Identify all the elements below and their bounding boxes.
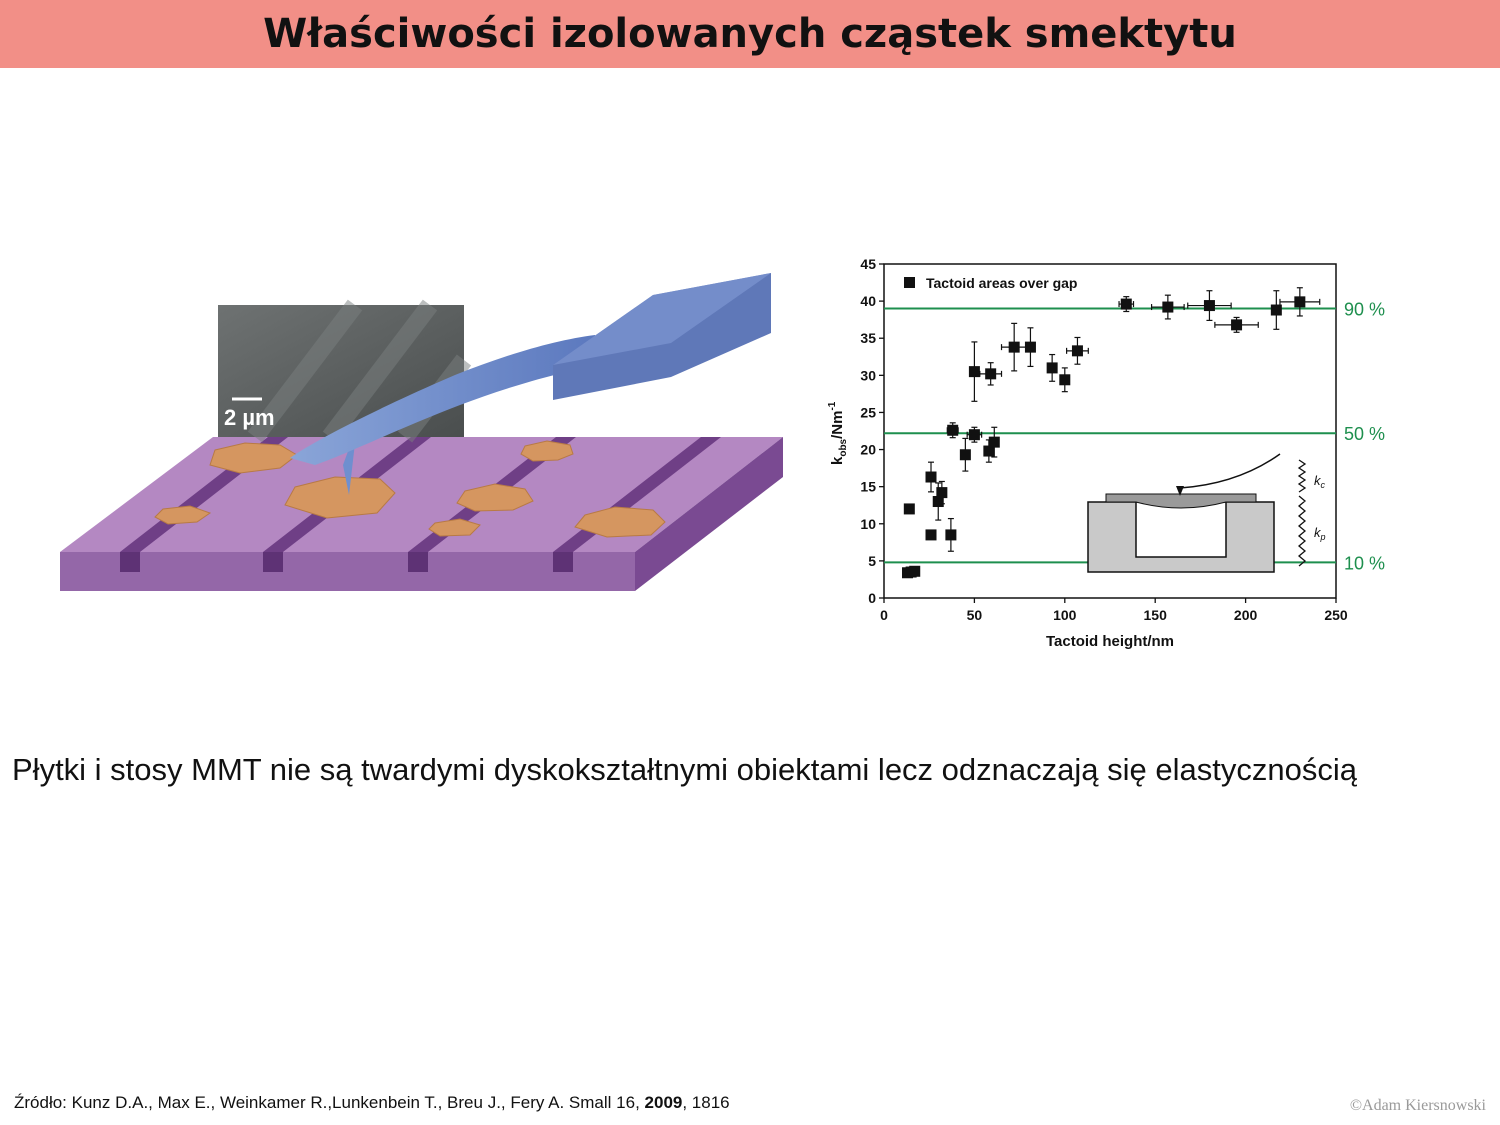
data-point <box>1046 362 1058 374</box>
data-point <box>947 424 959 436</box>
x-tick-label: 150 <box>1144 607 1168 623</box>
plot-frame <box>883 263 1337 599</box>
groove-front <box>553 552 573 572</box>
slide-caption: Płytki i stosy MMT nie są twardymi dysko… <box>12 752 1357 787</box>
groove-front <box>263 552 283 572</box>
y-tick-label: 15 <box>860 479 876 495</box>
x-tick-label: 200 <box>1234 607 1258 623</box>
scale-bar-label: 2 µm <box>224 405 275 430</box>
source-prefix: Źródło: Kunz D.A., Max E., Weinkamer R.,… <box>14 1093 645 1112</box>
data-point <box>1203 300 1215 312</box>
copyright: ©Adam Kiersnowski <box>1349 1097 1486 1114</box>
data-point <box>1024 341 1036 353</box>
inset-tactoid <box>1105 493 1257 509</box>
slide-title: Właściwości izolowanych cząstek smektytu <box>263 11 1237 57</box>
inset-label-kp: kp <box>1314 525 1326 542</box>
y-axis-label: kobs/Nm-1 <box>827 401 849 465</box>
source-year: 2009 <box>644 1093 683 1112</box>
substrate-side <box>635 437 783 591</box>
title-bar: Właściwości izolowanych cząstek smektytu <box>0 0 1500 68</box>
inset-label-kc: kc <box>1314 473 1326 490</box>
cantilever-chip-top <box>553 273 771 365</box>
x-axis-label: Tactoid height/nm <box>1046 633 1174 650</box>
spring-kp-icon <box>1297 495 1307 567</box>
legend-marker <box>904 277 915 288</box>
source-suffix: , 1816 <box>682 1093 730 1112</box>
data-point <box>936 487 948 499</box>
y-tick-label: 40 <box>860 293 876 309</box>
data-point <box>1231 319 1243 331</box>
data-point <box>925 529 937 541</box>
x-tick-label: 50 <box>967 607 983 623</box>
groove-front <box>408 552 428 572</box>
data-point <box>988 436 1000 448</box>
data-point <box>932 496 944 508</box>
tactoid-particle <box>574 506 666 538</box>
y-tick-label: 0 <box>868 590 876 606</box>
groove-front <box>120 552 140 572</box>
data-point <box>1071 345 1083 357</box>
tactoid-particle <box>154 505 212 525</box>
data-point <box>945 529 957 541</box>
data-point <box>985 368 997 380</box>
inset-gap <box>1135 501 1227 558</box>
x-tick-label: 0 <box>880 607 888 623</box>
legend-label: Tactoid areas over gap <box>926 275 1077 291</box>
data-point <box>925 471 937 483</box>
reference-line-label: 10 % <box>1344 553 1385 573</box>
stiffness-chart: 0 50 100 150 200 250 0 5 10 15 20 25 30 35 40 45Tactoid… <box>827 256 1385 650</box>
reference-line-label: 50 % <box>1344 424 1385 444</box>
y-tick-label: 45 <box>860 256 876 272</box>
data-point <box>903 503 915 515</box>
tactoid-particle <box>456 483 534 512</box>
y-tick-label: 20 <box>860 442 876 458</box>
data-point <box>959 449 971 461</box>
data-point <box>968 366 980 378</box>
y-tick-label: 35 <box>860 330 876 346</box>
data-point <box>1294 296 1306 308</box>
data-point <box>968 429 980 441</box>
inset-tip <box>1176 486 1184 496</box>
x-tick-label: 100 <box>1053 607 1077 623</box>
y-tick-label: 30 <box>860 367 876 383</box>
substrate-front <box>60 552 635 591</box>
y-tick-label: 5 <box>868 553 876 569</box>
data-point <box>1162 301 1174 313</box>
tactoid-particle <box>284 476 396 519</box>
data-point <box>1120 298 1132 310</box>
y-tick-label: 10 <box>860 516 876 532</box>
cantilever-arm <box>290 335 600 465</box>
tactoid-particle <box>209 442 298 474</box>
tactoid-particle <box>520 440 574 462</box>
inset-cantilever <box>1179 453 1281 489</box>
data-point <box>909 565 921 577</box>
data-point <box>983 445 995 457</box>
afm-illustration: 2 µm <box>60 273 783 591</box>
data-point <box>1270 304 1282 316</box>
cantilever-tip <box>343 443 355 495</box>
source-citation: Źródło: Kunz D.A., Max E., Weinkamer R.,… <box>14 1093 730 1113</box>
x-tick-label: 250 <box>1324 607 1348 623</box>
data-point <box>1059 374 1071 386</box>
y-tick-label: 25 <box>860 404 876 420</box>
tactoid-particle <box>428 518 481 537</box>
spring-kc-icon <box>1297 459 1307 493</box>
reference-line-label: 90 % <box>1344 300 1385 320</box>
data-point <box>1008 341 1020 353</box>
